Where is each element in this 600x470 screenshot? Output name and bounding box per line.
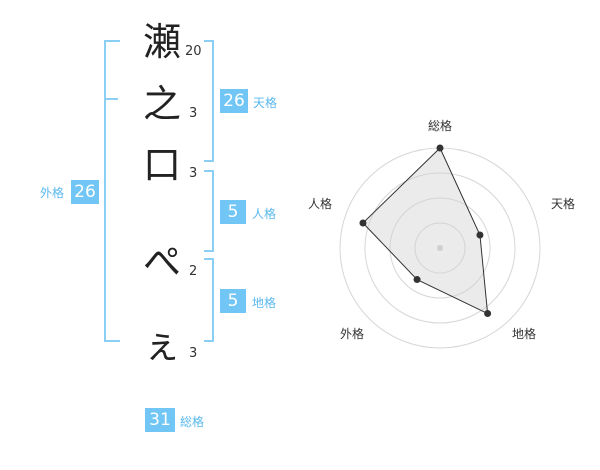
soukaku-label: 総格 <box>180 415 205 429</box>
radar-center-dot <box>437 245 443 251</box>
tenkaku-bracket <box>204 40 214 162</box>
stroke-count-5: 3 <box>189 346 198 361</box>
gaikaku-label: 外格 <box>40 186 65 200</box>
radar-axis-label-3: 地格 <box>512 326 536 341</box>
tenkaku-value: 26 <box>220 89 248 113</box>
radar-point-4 <box>413 276 421 284</box>
radar-ring <box>414 222 466 274</box>
outer-bracket <box>104 40 120 342</box>
radar-ring <box>389 197 491 299</box>
radar-point-2 <box>476 231 484 239</box>
stroke-count-2: 3 <box>189 106 198 121</box>
radar-area <box>362 147 489 315</box>
gaikaku-value: 26 <box>71 180 99 204</box>
name-char-2: 之 <box>142 82 181 126</box>
outer-bracket-tick <box>104 98 118 100</box>
radar-axis-label-5: 人格 <box>308 196 332 211</box>
stroke-count-4: 2 <box>189 264 198 279</box>
tenkaku-label: 天格 <box>253 96 278 110</box>
chikaku-bracket <box>204 258 214 342</box>
jinkaku-label: 人格 <box>252 207 277 221</box>
jinkaku-value: 5 <box>220 200 246 224</box>
soukaku-value: 31 <box>145 408 175 432</box>
stroke-count-1: 20 <box>185 44 202 59</box>
radar-axis-label-1: 総格 <box>428 118 452 133</box>
radar-ring <box>364 172 516 324</box>
radar-axis-label-4: 外格 <box>340 326 364 341</box>
stroke-count-3: 3 <box>189 166 198 181</box>
chikaku-value: 5 <box>220 289 246 313</box>
jinkaku-bracket <box>204 170 214 252</box>
name-char-5: ぇ <box>142 323 181 367</box>
name-char-3: 口 <box>142 143 181 187</box>
name-char-4: ぺ <box>142 240 181 284</box>
name-char-1: 瀬 <box>142 20 181 64</box>
radar-point-5 <box>359 219 367 227</box>
radar-point-1 <box>436 144 444 152</box>
chikaku-label: 地格 <box>252 296 277 310</box>
radar-axis-label-2: 天格 <box>551 196 575 211</box>
radar-point-3 <box>484 310 492 318</box>
